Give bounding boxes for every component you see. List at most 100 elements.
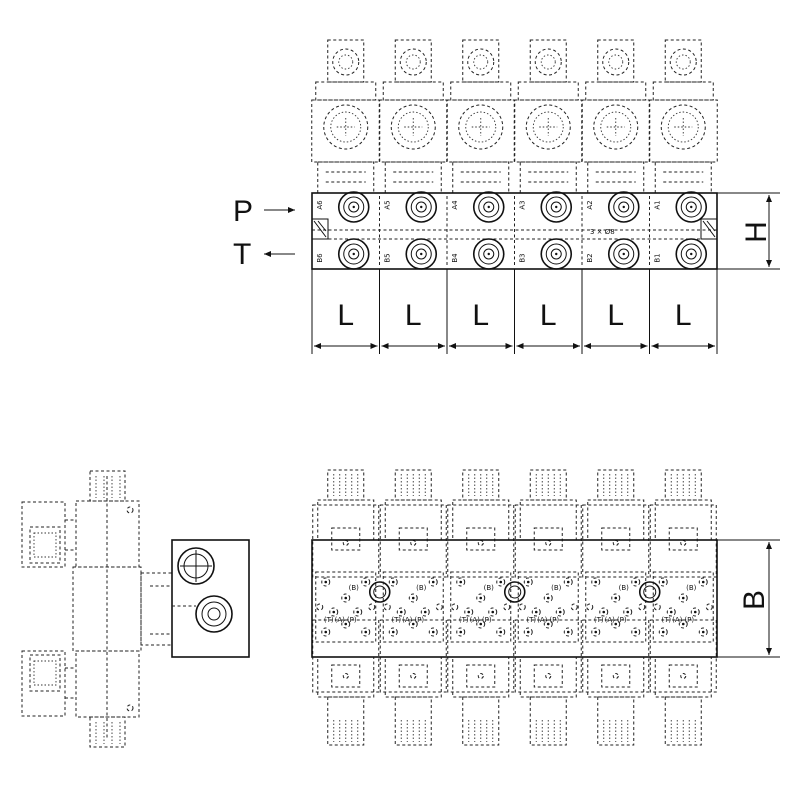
- front-coil-lower: [317, 656, 375, 698]
- front-view: (T)(A)(P)(B)(T)(A)(P)(B)(T)(A)(P)(B)(T)(…: [311, 469, 780, 746]
- valve-coil-top: [394, 39, 432, 83]
- station-label-b: B6: [316, 253, 324, 263]
- port-mark-label: (P): [482, 616, 492, 624]
- left-end-plug: [311, 218, 329, 240]
- bolt-center: [693, 610, 697, 614]
- front-connector-upper: [668, 527, 698, 551]
- port-core: [348, 201, 360, 213]
- solenoid-inner: [667, 111, 699, 143]
- screw-icon: [410, 540, 417, 546]
- side-screw: [126, 704, 134, 712]
- bolt-center: [356, 610, 360, 614]
- port-mark-label: (B): [416, 584, 427, 592]
- connector-plug: [29, 526, 61, 564]
- bolt-center: [566, 580, 570, 584]
- pin-hole: [586, 603, 594, 611]
- bolt-hole: [631, 577, 641, 587]
- front-coil-lower: [452, 656, 510, 698]
- front-port-pattern: (T)(A)(P)(B): [585, 571, 661, 643]
- bolt-hole: [496, 577, 506, 587]
- front-valve-body-lower: [582, 619, 650, 693]
- port-mark-label: (P): [684, 616, 694, 624]
- solenoid-icon: [323, 104, 369, 150]
- solenoid-icon: [593, 104, 639, 150]
- port-mark-label: (B): [484, 584, 495, 592]
- port-mark-label: (A): [402, 616, 413, 624]
- knob-icon: [669, 48, 697, 76]
- gallery-port-icon: [368, 581, 391, 603]
- front-valve-body-upper: [379, 504, 447, 578]
- port-mid: [613, 196, 635, 218]
- front-connector-lower: [668, 664, 698, 688]
- screw-icon: [545, 540, 552, 546]
- front-valve-body-lower: [447, 619, 515, 693]
- port-mark-label: (A): [672, 616, 683, 624]
- height-dimension-label: H: [740, 221, 773, 243]
- side-manifold-end-face: [171, 539, 250, 658]
- bolt-hole: [329, 607, 339, 617]
- knob-inner: [608, 54, 624, 70]
- bolt-center: [364, 630, 368, 634]
- bolt-hole: [523, 577, 533, 587]
- valve-coil-top: [597, 39, 635, 83]
- bolt-center: [526, 580, 530, 584]
- port-mid: [680, 196, 702, 218]
- valve-neck: [450, 81, 512, 101]
- screw-icon: [342, 673, 349, 679]
- side-port-upper: [177, 547, 215, 585]
- bolt-center: [499, 580, 503, 584]
- bolt-center: [558, 610, 562, 614]
- side-bottom-knob: [89, 716, 126, 748]
- valve-base: [452, 161, 510, 194]
- bolt-center: [634, 580, 638, 584]
- connector-detail: [33, 660, 57, 686]
- length-dimension-label: L: [337, 299, 354, 332]
- bolt-center: [479, 622, 483, 626]
- front-coil-upper: [587, 499, 645, 541]
- knob-icon: [467, 48, 495, 76]
- port-mark-label: (P): [414, 616, 424, 624]
- port-center: [487, 252, 490, 256]
- bolt-center: [594, 580, 598, 584]
- bolt-hole: [361, 627, 371, 637]
- top-valve-station: [581, 39, 651, 194]
- station-label-b: B2: [586, 253, 594, 262]
- side-view: [21, 470, 250, 748]
- knob-inner: [405, 54, 421, 70]
- knob-inner: [338, 54, 354, 70]
- port-core: [550, 201, 562, 213]
- port-mark-label: (T): [391, 616, 401, 624]
- length-dimension-label: L: [472, 299, 489, 332]
- port-outer: [337, 191, 370, 223]
- front-coil-upper: [654, 499, 712, 541]
- bolt-hole: [341, 619, 351, 629]
- valve-body: [446, 99, 516, 163]
- bolt-hole: [599, 607, 609, 617]
- bolt-hole: [456, 577, 466, 587]
- right-end-plug: [700, 218, 718, 240]
- port-b-icon: [472, 238, 505, 270]
- length-dimension-label: L: [675, 299, 692, 332]
- bolt-hole: [341, 593, 351, 603]
- front-valve-outlines: [312, 469, 717, 746]
- station-label-a: A5: [384, 200, 392, 209]
- front-connector-lower: [533, 664, 563, 688]
- pin-hole: [638, 603, 646, 611]
- bolt-hole: [321, 627, 331, 637]
- pin-hole: [653, 603, 661, 611]
- front-valve-body-lower: [649, 619, 717, 693]
- bolt-center: [681, 596, 685, 600]
- hatch: [702, 220, 716, 238]
- connector-plug: [29, 654, 61, 692]
- pin-hole: [518, 603, 526, 611]
- top-valve-outlines: [311, 39, 718, 194]
- solenoid-icon: [525, 104, 571, 150]
- port-center: [690, 205, 693, 209]
- mounting-face: [585, 571, 647, 643]
- port-b-icon: [540, 238, 573, 270]
- port-center: [487, 205, 490, 209]
- port-outer: [675, 238, 708, 270]
